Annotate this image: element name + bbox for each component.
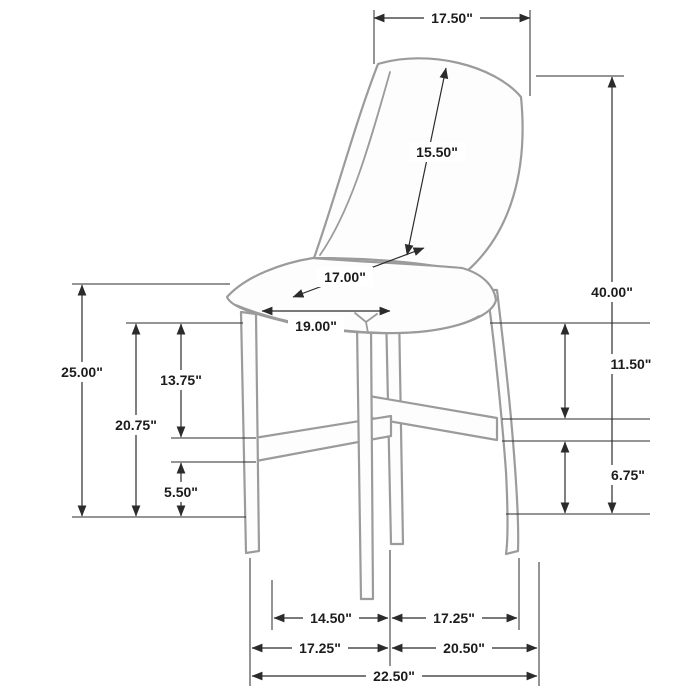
label-text: 20.50" xyxy=(443,640,485,656)
label-bg xyxy=(54,362,110,382)
label-bg xyxy=(317,267,373,287)
dim-label-left-outer: 25.00" xyxy=(54,362,110,382)
extension-lines xyxy=(72,10,650,686)
label-text: 25.00" xyxy=(61,364,103,380)
label-bg xyxy=(108,415,164,435)
chair-backrest xyxy=(312,57,524,274)
label-text: 11.50" xyxy=(611,356,652,372)
label-bg xyxy=(603,354,659,374)
dim-label-left-middle: 20.75" xyxy=(108,415,164,435)
dim-label-bottom-row1-right: 17.25" xyxy=(426,608,482,628)
label-text: 19.00" xyxy=(295,318,337,334)
dimension-labels: 17.50" 15.50" 17.00" 19.00" 40.00" 25.00… xyxy=(54,8,659,686)
dim-label-overall-height: 40.00" xyxy=(584,282,640,302)
label-bg xyxy=(153,370,209,390)
dim-label-seat-width: 19.00" xyxy=(288,316,344,336)
dim-label-bottom-row3: 22.50" xyxy=(366,666,422,686)
dimension-arrows xyxy=(77,13,617,681)
chair-backrest-fold-line xyxy=(319,71,391,256)
label-bg xyxy=(292,638,348,658)
label-bg xyxy=(604,465,652,485)
dim-label-backrest-height: 15.50" xyxy=(409,142,465,162)
dim-label-right-upper: 11.50" xyxy=(603,354,659,374)
dim-label-left-inner-upper: 13.75" xyxy=(153,370,209,390)
label-text: 6.75" xyxy=(611,467,645,483)
dim-label-seat-depth: 17.00" xyxy=(317,267,373,287)
dim-label-back-top-width: 17.50" xyxy=(424,8,480,28)
label-text: 17.25" xyxy=(433,610,475,626)
label-text: 5.50" xyxy=(164,484,198,500)
label-bg xyxy=(157,482,205,502)
label-text: 14.50" xyxy=(310,610,352,626)
label-text: 17.25" xyxy=(299,640,341,656)
label-text: 40.00" xyxy=(591,284,633,300)
chair-seat-seam-line xyxy=(235,304,480,334)
label-text: 13.75" xyxy=(160,372,202,388)
label-bg xyxy=(409,142,465,162)
label-text: 22.50" xyxy=(373,668,415,684)
label-text: 15.50" xyxy=(416,144,458,160)
label-bg xyxy=(426,608,482,628)
dim-label-left-inner-lower: 5.50" xyxy=(157,482,205,502)
chair-front-left-leg xyxy=(239,310,261,555)
chair-front-right-leg xyxy=(355,323,375,601)
label-text: 17.50" xyxy=(431,10,473,26)
label-bg xyxy=(366,666,422,686)
label-bg xyxy=(436,638,492,658)
label-bg xyxy=(424,8,480,28)
dim-label-right-lower: 6.75" xyxy=(604,465,652,485)
dim-label-bottom-row2-right: 20.50" xyxy=(436,638,492,658)
label-bg xyxy=(584,282,640,302)
chair-illustration xyxy=(225,57,524,601)
chair-rear-right-leg xyxy=(485,288,520,556)
label-bg xyxy=(288,316,344,336)
label-text: 17.00" xyxy=(324,269,366,285)
label-bg xyxy=(303,608,359,628)
dim-label-bottom-row1-left: 14.50" xyxy=(303,608,359,628)
dim-label-bottom-row2-left: 17.25" xyxy=(292,638,348,658)
label-text: 20.75" xyxy=(115,417,157,433)
